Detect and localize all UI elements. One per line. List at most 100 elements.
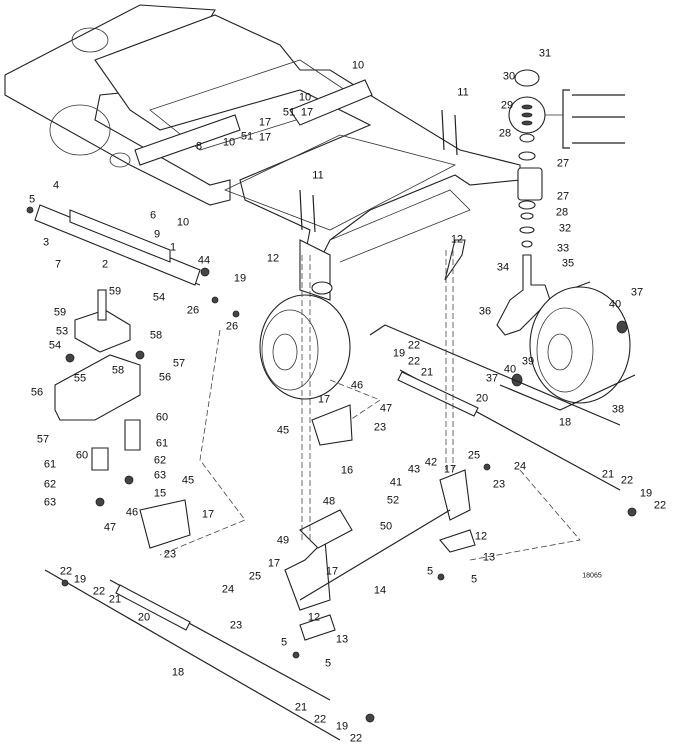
- callout-label: 17: [201, 508, 215, 521]
- chassis-frame: [4, 4, 543, 301]
- caster-stack: [496, 69, 625, 336]
- callout-label: 34: [496, 261, 510, 274]
- callout-label: 58: [149, 329, 163, 342]
- callout-label: 47: [103, 521, 117, 534]
- callout-label: 28: [498, 127, 512, 140]
- callout-label: 18: [558, 416, 572, 429]
- callout-label: 17: [317, 393, 331, 406]
- callout-label: 37: [630, 286, 644, 299]
- callout-label: 21: [294, 701, 308, 714]
- callout-label: 41: [389, 476, 403, 489]
- callout-label: 58: [111, 364, 125, 377]
- callout-label: 22: [407, 355, 421, 368]
- callout-label: 25: [467, 449, 481, 462]
- hardware: [26, 206, 637, 723]
- callout-label: 39: [521, 355, 535, 368]
- callout-label: 12: [266, 252, 280, 265]
- callout-label: 57: [172, 357, 186, 370]
- callout-label: 61: [43, 458, 57, 471]
- callout-label: 13: [482, 551, 496, 564]
- callout-label: 56: [158, 371, 172, 384]
- callout-label: 27: [556, 157, 570, 170]
- callout-label: 48: [322, 495, 336, 508]
- callout-label: 22: [349, 732, 363, 745]
- callout-label: 21: [108, 593, 122, 606]
- callout-label: 19: [392, 347, 406, 360]
- callout-label: 17: [443, 463, 457, 476]
- wheels: [259, 286, 636, 411]
- callout-label: 47: [379, 402, 393, 415]
- callout-label: 63: [153, 469, 167, 482]
- callout-label: 37: [485, 372, 499, 385]
- callout-label: 17: [267, 557, 281, 570]
- callout-label: 59: [53, 306, 67, 319]
- callout-label: 23: [373, 421, 387, 434]
- callout-label: 17: [258, 116, 272, 129]
- callout-label: 40: [608, 298, 622, 311]
- callout-label: 49: [276, 534, 290, 547]
- callout-label: 25: [248, 570, 262, 583]
- callout-label: 5: [324, 657, 332, 670]
- callout-label: 4: [52, 179, 60, 192]
- callout-label: 1: [169, 241, 177, 254]
- callout-label: 61: [155, 437, 169, 450]
- callout-label: 43: [407, 463, 421, 476]
- callout-label: 5: [426, 565, 434, 578]
- bolts: [299, 109, 458, 233]
- callout-label: 19: [639, 487, 653, 500]
- callout-label: 14: [373, 584, 387, 597]
- callout-label: 54: [48, 339, 62, 352]
- callout-label: 22: [620, 474, 634, 487]
- callout-label: 5: [470, 573, 478, 586]
- callout-label: 22: [92, 585, 106, 598]
- callout-label: 12: [307, 611, 321, 624]
- callout-label: 20: [137, 611, 151, 624]
- callout-label: 31: [538, 47, 552, 60]
- callout-label: 59: [108, 285, 122, 298]
- callout-label: 11: [312, 169, 324, 182]
- callout-label: 13: [335, 633, 349, 646]
- callout-label: 55: [73, 372, 87, 385]
- callout-label: 12: [450, 233, 464, 246]
- callout-label: 62: [43, 478, 57, 491]
- callout-label: 36: [478, 305, 492, 318]
- callout-label: 5: [28, 193, 36, 206]
- callout-label: 24: [221, 583, 235, 596]
- callout-label: 2: [101, 258, 109, 271]
- callout-label: 26: [225, 320, 239, 333]
- callout-label: 35: [561, 257, 575, 270]
- callout-label: 60: [155, 411, 169, 424]
- callout-label: 46: [125, 506, 139, 519]
- callout-label: 6: [149, 209, 157, 222]
- callout-label: 19: [233, 272, 247, 285]
- callout-label: 44: [197, 254, 211, 267]
- drawing-reference-number: 18065: [582, 572, 602, 580]
- callout-label: 22: [653, 499, 667, 512]
- callout-label: 45: [181, 474, 195, 487]
- callout-label: 54: [152, 291, 166, 304]
- callout-label: 38: [611, 403, 625, 416]
- callout-label: 10: [222, 136, 236, 149]
- callout-label: 63: [43, 496, 57, 509]
- callout-label: 33: [556, 242, 570, 255]
- callout-label: 7: [54, 258, 62, 271]
- callout-label: 60: [75, 449, 89, 462]
- callout-label: 17: [258, 131, 272, 144]
- callout-label: 19: [73, 573, 87, 586]
- callout-label: 53: [55, 325, 69, 338]
- callout-label: 51: [240, 130, 254, 143]
- callout-label: 10: [351, 59, 365, 72]
- mount-brackets: [54, 239, 476, 641]
- callout-label: 50: [379, 520, 393, 533]
- callout-label: 17: [300, 106, 314, 119]
- callout-label: 22: [407, 339, 421, 352]
- callout-label: 22: [59, 565, 73, 578]
- callout-label: 16: [340, 464, 354, 477]
- callout-label: 46: [350, 379, 364, 392]
- callout-label: 10: [298, 91, 312, 104]
- callout-label: 15: [153, 487, 167, 500]
- callout-label: 57: [36, 433, 50, 446]
- callout-label: 45: [276, 424, 290, 437]
